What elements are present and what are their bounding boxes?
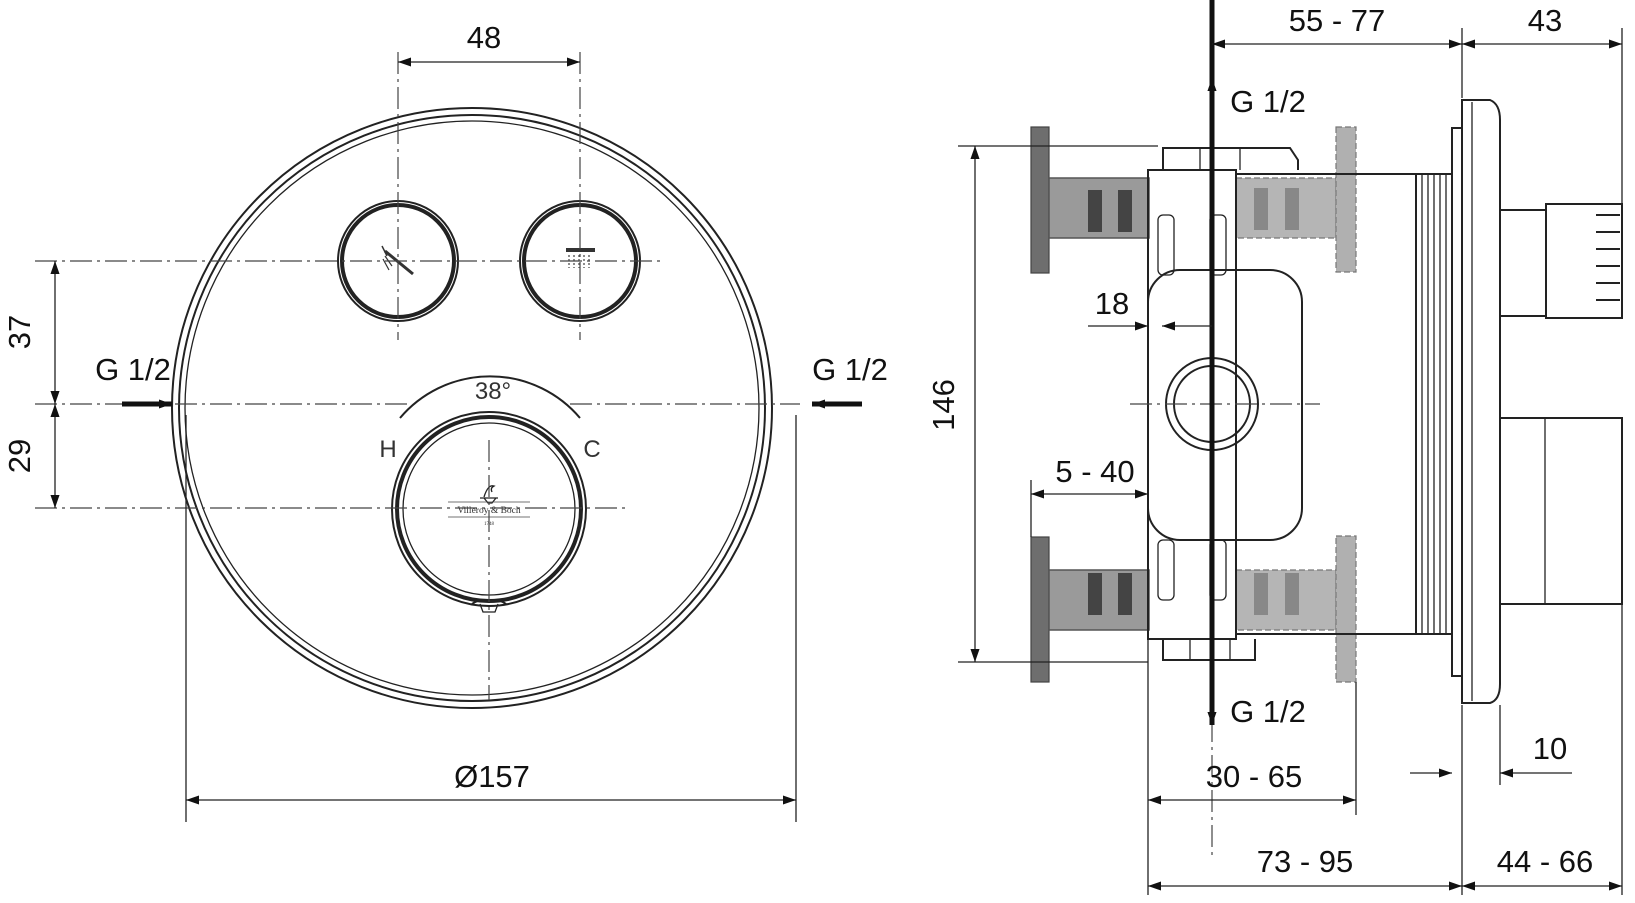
front-depth-label: 44 - 66 bbox=[1497, 844, 1594, 879]
inlet-left-label: G 1/2 bbox=[95, 352, 171, 387]
rotation-arc bbox=[399, 375, 581, 419]
button-spacing-label: 48 bbox=[467, 20, 501, 55]
overhead-shower-icon bbox=[566, 248, 595, 268]
cover-plate-side bbox=[1461, 99, 1501, 704]
button-side[interactable] bbox=[1545, 203, 1623, 319]
cover-plate-outer bbox=[171, 107, 773, 709]
plate-label: 10 bbox=[1533, 731, 1567, 766]
wall-range-label: 5 - 40 bbox=[1055, 454, 1134, 489]
front-view: Villeroy & Boch 1748 38° H C 48 37 29 G … bbox=[2, 20, 888, 822]
depth-label: 55 - 77 bbox=[1289, 3, 1386, 38]
outlet-top-label: G 1/2 bbox=[1230, 84, 1306, 119]
right-flange-bottom bbox=[1335, 535, 1357, 683]
diameter-label: Ø157 bbox=[454, 759, 530, 794]
left-flange-bottom bbox=[1030, 536, 1050, 683]
hot-label: H bbox=[379, 436, 396, 463]
offset-label: 18 bbox=[1095, 286, 1129, 321]
left-flange-top bbox=[1030, 126, 1050, 274]
cold-label: C bbox=[583, 436, 600, 463]
angle-label: 38° bbox=[475, 378, 511, 405]
knob-side[interactable] bbox=[1499, 417, 1623, 605]
vertical-upper-label: 37 bbox=[2, 315, 37, 349]
inlet-right-label: G 1/2 bbox=[812, 352, 888, 387]
height-label: 146 bbox=[926, 379, 961, 431]
handle-depth-label: 43 bbox=[1528, 3, 1562, 38]
total-depth-label: 73 - 95 bbox=[1257, 844, 1354, 879]
cover-plate-edge bbox=[184, 120, 760, 696]
outlet-bottom-label: G 1/2 bbox=[1230, 694, 1306, 729]
side-view: G 1/2 G 1/2 146 18 5 - 40 55 - 77 43 10 … bbox=[926, 0, 1623, 895]
cover-plate-inner bbox=[178, 114, 766, 702]
vertical-lower-label: 29 bbox=[2, 439, 37, 473]
body-depth-label: 30 - 65 bbox=[1206, 759, 1303, 794]
right-flange-top bbox=[1335, 126, 1357, 273]
mounting-template bbox=[1147, 269, 1303, 541]
